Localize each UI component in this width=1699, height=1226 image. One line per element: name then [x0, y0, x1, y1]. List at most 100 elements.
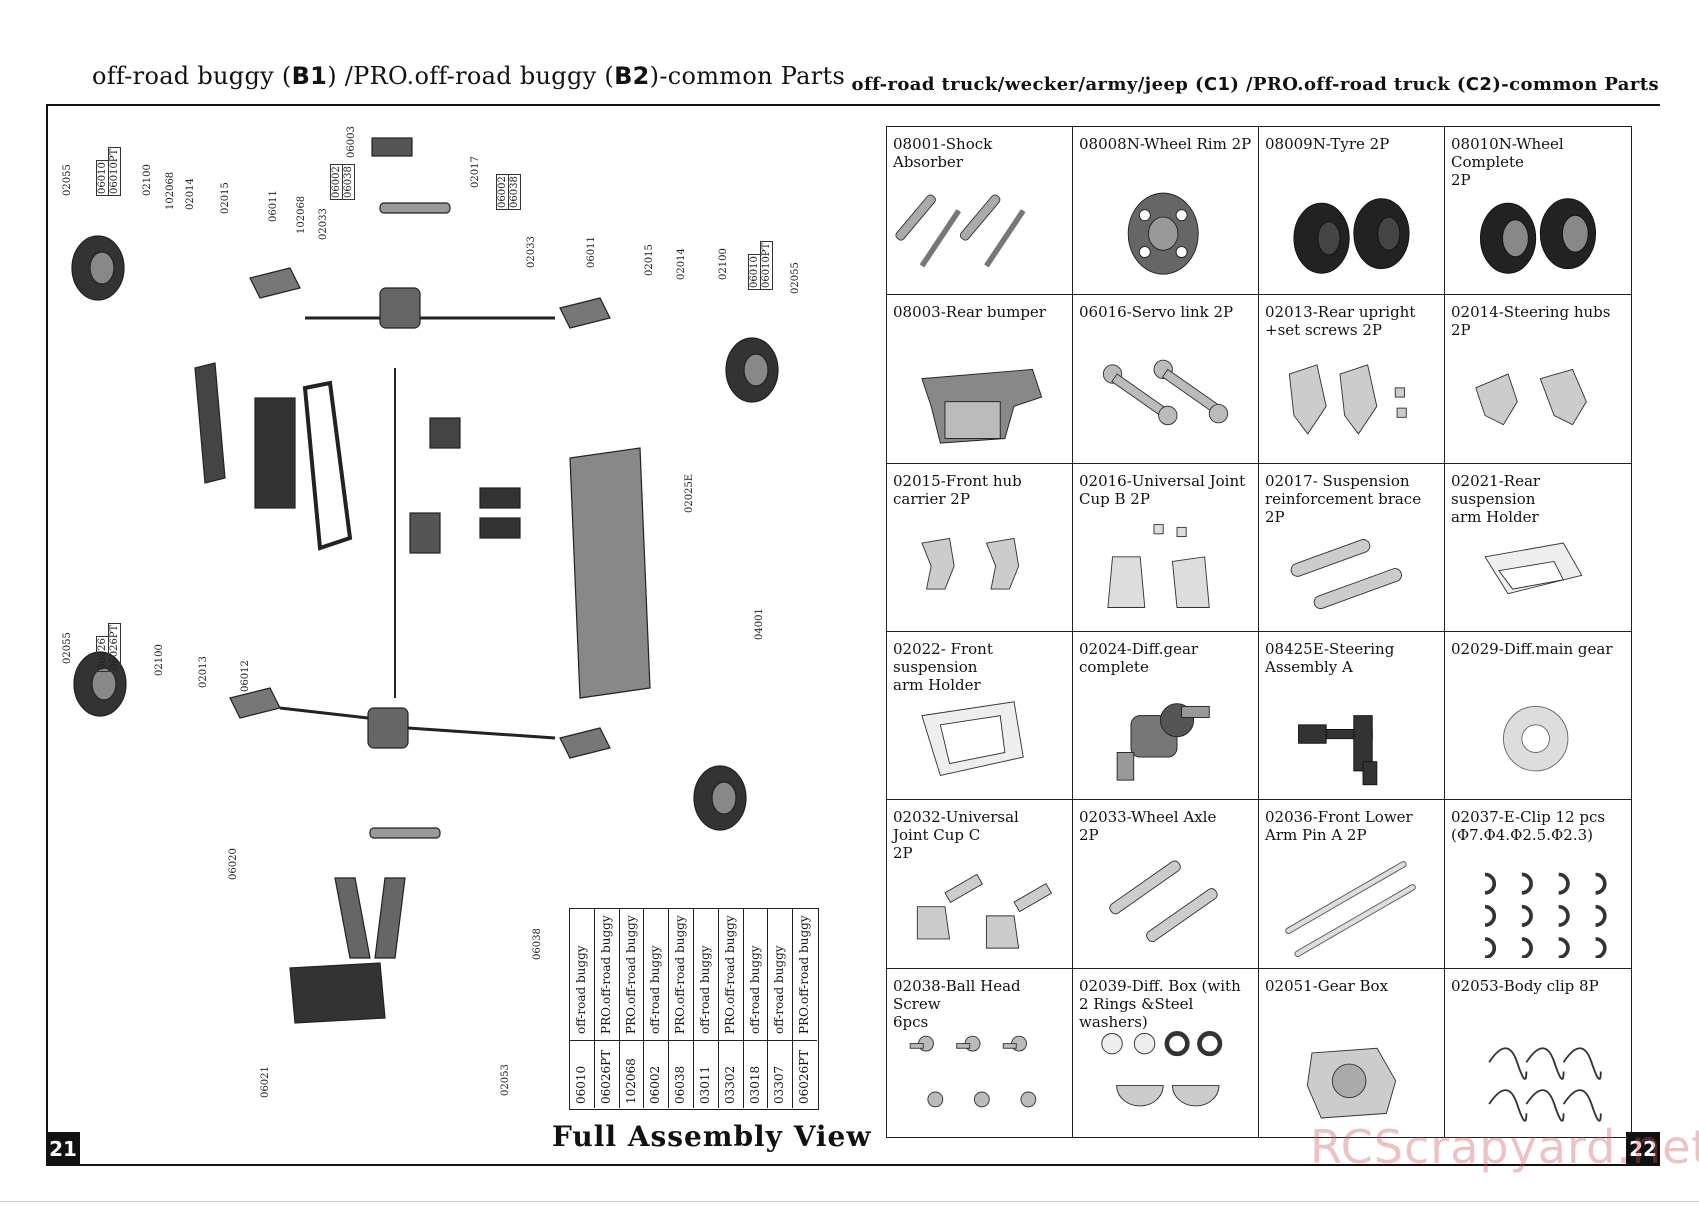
rear-brace-right: [374, 877, 406, 959]
part-title: 02036-Front Lower Arm Pin A 2P: [1265, 808, 1413, 845]
steering-hubs-icon: [1453, 351, 1623, 452]
servo: [429, 417, 461, 449]
exploded-assembly-diagram: [50, 118, 870, 1158]
part-title: 02017- Suspension reinforcement brace 2P: [1265, 471, 1422, 526]
legend-column: [668, 908, 694, 1108]
rear-arm-left: [229, 687, 281, 719]
legend-column: [643, 908, 669, 1108]
right-page-header: off-road truck/wecker/army/jeep (C1) /PR…: [852, 74, 1659, 95]
legend-part-code: 06010: [574, 1065, 588, 1104]
header-left-code1: B1: [291, 62, 328, 90]
hub-front-right: [743, 353, 769, 387]
part-title: 08009N-Tyre 2P: [1265, 135, 1390, 153]
part-cell: 08003-Rear bumper: [887, 295, 1073, 464]
part-cell: 02036-Front Lower Arm Pin A 2P: [1259, 800, 1445, 969]
callout-label: 06038: [508, 174, 521, 210]
header-right-suffix: )-common Parts: [1492, 74, 1659, 95]
header-right-code2: C2: [1465, 74, 1493, 95]
legend-column: [792, 908, 818, 1108]
part-cell: 08010N-Wheel Complete 2P: [1445, 127, 1631, 296]
callout-label: 02014: [676, 248, 687, 280]
tyre-icon: [1267, 183, 1436, 284]
header-right-code1: C1: [1203, 74, 1231, 95]
left-page-header: off-road buggy (B1) /PRO.off-road buggy …: [92, 62, 845, 90]
legend-vehicle-name: PRO.off-road buggy: [722, 915, 737, 1034]
wheel-axle-icon: [1081, 856, 1250, 957]
page-frame: [46, 104, 1660, 1166]
full-assembly-title: Full Assembly View: [552, 1120, 872, 1153]
legend-part-code: 03302: [722, 1065, 737, 1104]
part-title: 02022- Front suspension arm Holder: [893, 640, 993, 694]
legend-column: [742, 908, 769, 1108]
part-title: 02021-Rear suspension arm Holder: [1451, 471, 1541, 526]
part-cell: 06016-Servo link 2P: [1073, 295, 1259, 464]
assembly-drawing: [71, 137, 779, 1024]
part-cell: 02038-Ball Head Screw 6pcs: [887, 968, 1073, 1137]
diff-main-gear-icon: [1453, 688, 1623, 789]
universal-joint-cup-b-icon: [1081, 520, 1250, 621]
rear-bumper-icon: [895, 351, 1064, 452]
legend-part-code: 102068: [623, 1058, 638, 1104]
rear-brace-left: [334, 877, 371, 959]
part-title: 06016-Servo link 2P: [1079, 303, 1234, 322]
part-cell: 02024-Diff.gear complete: [1073, 632, 1259, 801]
part-title: 08003-Rear bumper: [893, 303, 1046, 322]
legend-part-code: 03018: [747, 1065, 762, 1104]
callout-label: 02025E: [684, 473, 695, 513]
page-number-right: 22: [1626, 1132, 1660, 1166]
rear-driveshaft-right: [407, 726, 556, 740]
header-right-prefix: off-road truck/wecker/army/jeep (: [851, 74, 1204, 95]
legend-column: [717, 908, 744, 1108]
part-title: 08001-Shock Absorber: [893, 135, 993, 171]
callout-label: 02015: [644, 244, 655, 276]
part-title: 02032-Universal Joint Cup C 2P: [893, 808, 1019, 863]
diff-gear-icon: [1081, 688, 1250, 789]
part-cell: 02039-Diff. Box (with 2 Rings &Steel was…: [1073, 968, 1259, 1137]
callout-label: 02013: [198, 656, 209, 688]
legend-vehicle-name: off-road buggy: [574, 945, 588, 1034]
callout-label: 02014: [185, 178, 196, 210]
hub-rear-left: [91, 667, 117, 701]
legend-part-code: 03011: [698, 1065, 712, 1104]
part-title: 08425E-Steering Assembly A: [1265, 640, 1395, 676]
callout-label: 02017: [470, 156, 481, 188]
rear-arm-holder-icon: [1453, 520, 1623, 621]
side-guard: [302, 380, 353, 551]
callout-label: 06010PT: [760, 240, 773, 290]
part-cell: 02022- Front suspension arm Holder: [887, 632, 1073, 801]
arm-pin-icon: [1267, 856, 1436, 958]
part-cell: 02037-E-Clip 12 pcs (Φ7.Φ4.Φ2.5.Φ2.3): [1445, 800, 1631, 969]
front-shock: [379, 202, 451, 214]
part-cell: 08001-Shock Absorber: [887, 127, 1073, 296]
part-cell: 02032-Universal Joint Cup C 2P: [887, 800, 1073, 969]
legend-vehicle-name: off-road buggy: [648, 945, 663, 1034]
part-title: 02053-Body clip 8P: [1451, 976, 1599, 995]
part-cell: 08009N-Tyre 2P: [1259, 127, 1445, 296]
callout-label: 02015: [220, 182, 231, 214]
ball-head-screw-icon: [895, 1025, 1064, 1127]
callout-label: 06003: [346, 126, 357, 158]
part-cell: 02033-Wheel Axle 2P: [1073, 800, 1259, 969]
chassis-plate: [569, 447, 651, 699]
part-cell: 02053-Body clip 8P: [1445, 969, 1631, 1137]
callout-label: 06038: [342, 164, 355, 200]
part-title: 02037-E-Clip 12 pcs (Φ7.Φ4.Φ2.5.Φ2.3): [1451, 808, 1606, 845]
shock-absorber-icon: [895, 183, 1064, 284]
callout-label: 02055: [62, 164, 73, 196]
legend-frame: [569, 908, 819, 1110]
front-arm-right: [559, 297, 611, 329]
receiver: [479, 487, 521, 509]
callout-label: 02053: [500, 1064, 511, 1096]
part-cell: 02015-Front hub carrier 2P: [887, 463, 1073, 632]
callout-label: 02033: [318, 208, 329, 240]
bottom-rule: [0, 1201, 1699, 1202]
part-title: 02033-Wheel Axle 2P: [1079, 808, 1217, 845]
header-left-prefix: off-road buggy (: [92, 62, 292, 90]
page-number-left: 21: [46, 1132, 80, 1166]
hub-rear-right: [711, 781, 737, 815]
callout-label: 06026PT: [108, 622, 121, 672]
suspension-brace-icon: [1267, 520, 1436, 621]
legend-vehicle-name: PRO.off-road buggy: [797, 915, 812, 1034]
callout-label: 06011: [586, 236, 597, 268]
